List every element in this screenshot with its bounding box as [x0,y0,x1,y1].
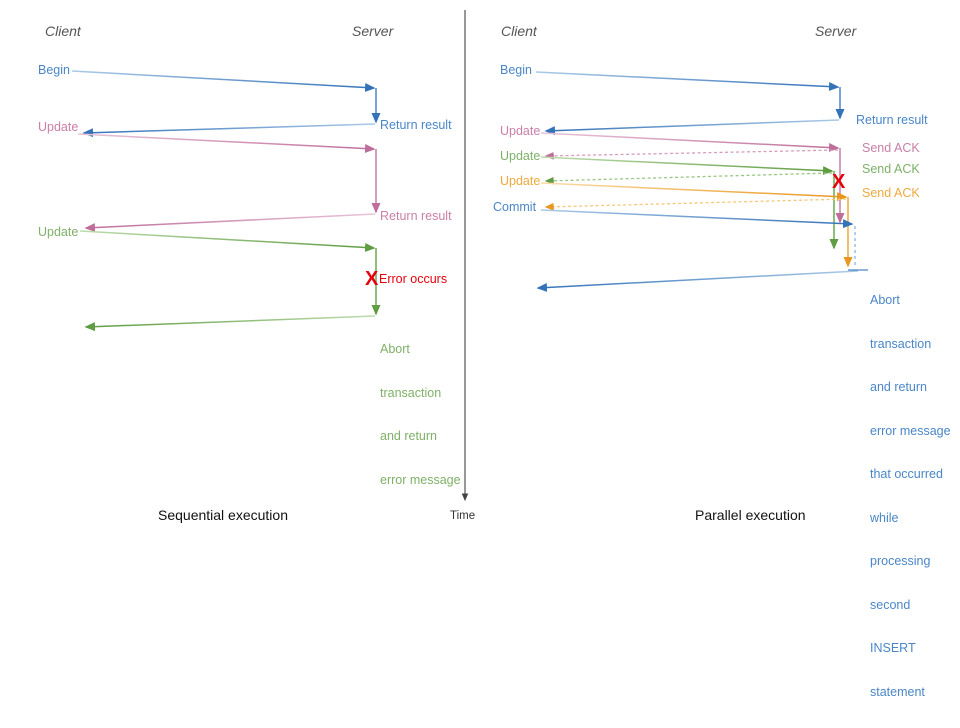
right-parallel-flow [535,71,868,293]
arrow-begin-request-p [535,71,840,92]
left-header-server: Server [352,23,394,39]
abort-line: error message [380,472,461,487]
arrow-send-ack-pink [544,149,839,160]
sequence-diagram-canvas: Client Server Begin Update Update Return… [38,10,951,699]
error-x-icon: X [365,268,379,290]
arrow-abort-response-p [536,270,859,293]
arrow-commit-request [540,209,854,229]
abort-line: Abort [380,342,410,356]
right-server-label-return-result: Return result [856,113,928,127]
right-client-label-update-3: Update [500,174,541,188]
left-server-label-return-result-2: Return result [380,209,452,223]
arrow-begin-request [71,70,376,92]
abort-line: INSERT [870,641,916,655]
right-client-label-update-2: Update [500,149,541,163]
abort-line: that occurred [870,467,943,481]
right-client-label-update-1: Update [500,124,541,138]
arrow-abort-response [84,315,376,332]
arrow-update-1-request [77,133,376,154]
abort-line: processing [870,554,931,568]
left-client-label-update-1: Update [38,120,79,134]
right-server-label-send-ack-1: Send ACK [862,141,920,155]
diagram-vector-layer [71,10,868,502]
left-sequential-flow [71,70,381,332]
left-server-label-return-result-1: Return result [380,118,452,132]
right-header-client: Client [501,23,537,39]
abort-line: second [870,597,911,612]
right-client-label-commit: Commit [493,200,537,214]
right-header-server: Server [815,23,857,39]
abort-line: error message [870,423,951,438]
arrow-return-result-1 [82,123,376,138]
time-axis-label: Time [450,510,476,522]
right-error-x-icon: X [832,171,846,193]
arrow-return-result-p [544,119,840,136]
arrow-update-orange-request [540,182,848,202]
arrow-send-ack-orange [544,198,847,211]
right-server-label-send-ack-3: Send ACK [862,186,920,200]
arrow-return-result-2 [84,213,376,233]
left-panel-caption: Sequential execution [158,507,288,523]
right-panel-caption: Parallel execution [695,507,806,523]
right-abort-text-block: Abort transaction and return error messa… [870,264,951,728]
abort-line: Abort [870,293,900,307]
abort-line: transaction [870,336,932,351]
abort-line: while [870,510,899,525]
arrow-update-green-request [540,156,834,176]
arrow-update-2-request [79,230,376,252]
abort-line: transaction [380,385,442,400]
left-abort-text-block: Abort transaction and return error messa… [380,313,461,516]
right-client-label-begin: Begin [500,63,532,77]
left-client-label-update-2: Update [38,225,79,239]
left-header-client: Client [45,23,81,39]
arrow-update-pink-request [540,132,840,153]
abort-line: statement [870,684,925,699]
right-server-label-send-ack-2: Send ACK [862,162,920,176]
left-client-label-begin: Begin [38,63,70,77]
error-occurs-label: Error occurs [379,272,448,286]
arrow-send-ack-green [544,172,833,185]
abort-line: and return [380,429,437,443]
abort-line: and return [870,380,927,394]
